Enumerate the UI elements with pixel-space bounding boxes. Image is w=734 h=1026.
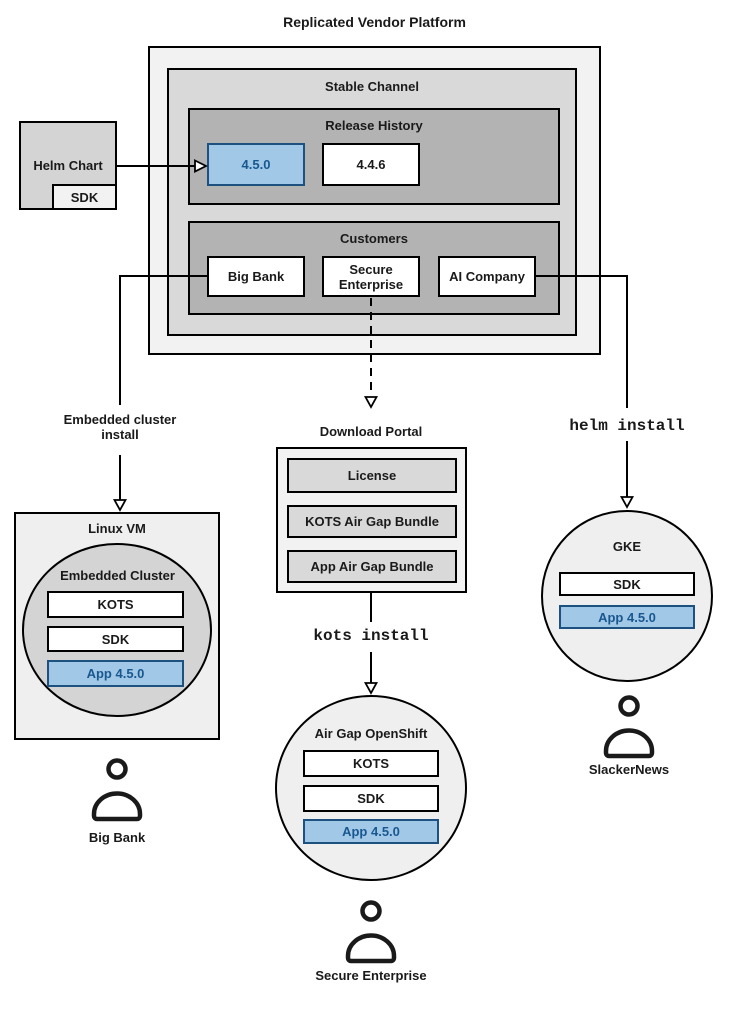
customer-secure-enterprise-box: Secure Enterprise	[322, 256, 420, 297]
helm-chart-sdk-box: SDK	[52, 184, 117, 210]
stable-channel-label: Stable Channel	[325, 79, 419, 94]
airgap-app-box: App 4.5.0	[303, 819, 439, 844]
customer-big-bank-box: Big Bank	[207, 256, 305, 297]
release-4-5-0-box: 4.5.0	[207, 143, 305, 186]
app-air-gap-bundle-box: App Air Gap Bundle	[287, 550, 457, 583]
diagram-title: Replicated Vendor Platform	[283, 14, 466, 30]
license-box: License	[287, 458, 457, 493]
customers-label: Customers	[340, 231, 408, 246]
big-bank-user-label: Big Bank	[88, 830, 146, 845]
embedded-kots-box: KOTS	[47, 591, 184, 618]
helm-chart-label: Helm Chart	[33, 158, 103, 173]
helm-install-arrowhead-icon	[619, 496, 635, 509]
linux-vm-label: Linux VM	[88, 521, 146, 536]
air-gap-openshift-label: Air Gap OpenShift	[314, 726, 428, 741]
helm-install-label: helm install	[569, 417, 685, 435]
airgap-kots-box: KOTS	[303, 750, 439, 777]
airgap-sdk-box: SDK	[303, 785, 439, 812]
kots-air-gap-bundle-box: KOTS Air Gap Bundle	[287, 505, 457, 538]
slackernews-user-label: SlackerNews	[588, 762, 670, 777]
embedded-cluster-label: Embedded Cluster	[60, 568, 175, 583]
kots-install-arrowhead-icon	[363, 682, 379, 695]
gke-sdk-box: SDK	[559, 572, 695, 596]
release-history-label: Release History	[325, 118, 423, 133]
secure-enterprise-user-icon	[345, 900, 397, 964]
embedded-install-arrowhead-icon	[112, 499, 128, 512]
download-portal-label: Download Portal	[319, 424, 423, 439]
gke-label: GKE	[612, 539, 642, 554]
download-portal-arrowhead-icon	[363, 396, 379, 409]
embedded-cluster-install-label: Embedded cluster install	[63, 412, 177, 442]
customer-ai-company-box: AI Company	[438, 256, 536, 297]
big-bank-user-icon	[91, 758, 143, 822]
slackernews-user-icon	[603, 695, 655, 759]
release-4-4-6-box: 4.4.6	[322, 143, 420, 186]
gke-app-box: App 4.5.0	[559, 605, 695, 629]
secure-enterprise-user-label: Secure Enterprise	[315, 968, 427, 983]
gke-circle	[541, 510, 713, 682]
embedded-sdk-box: SDK	[47, 626, 184, 652]
embedded-app-box: App 4.5.0	[47, 660, 184, 687]
kots-install-label: kots install	[313, 627, 429, 645]
